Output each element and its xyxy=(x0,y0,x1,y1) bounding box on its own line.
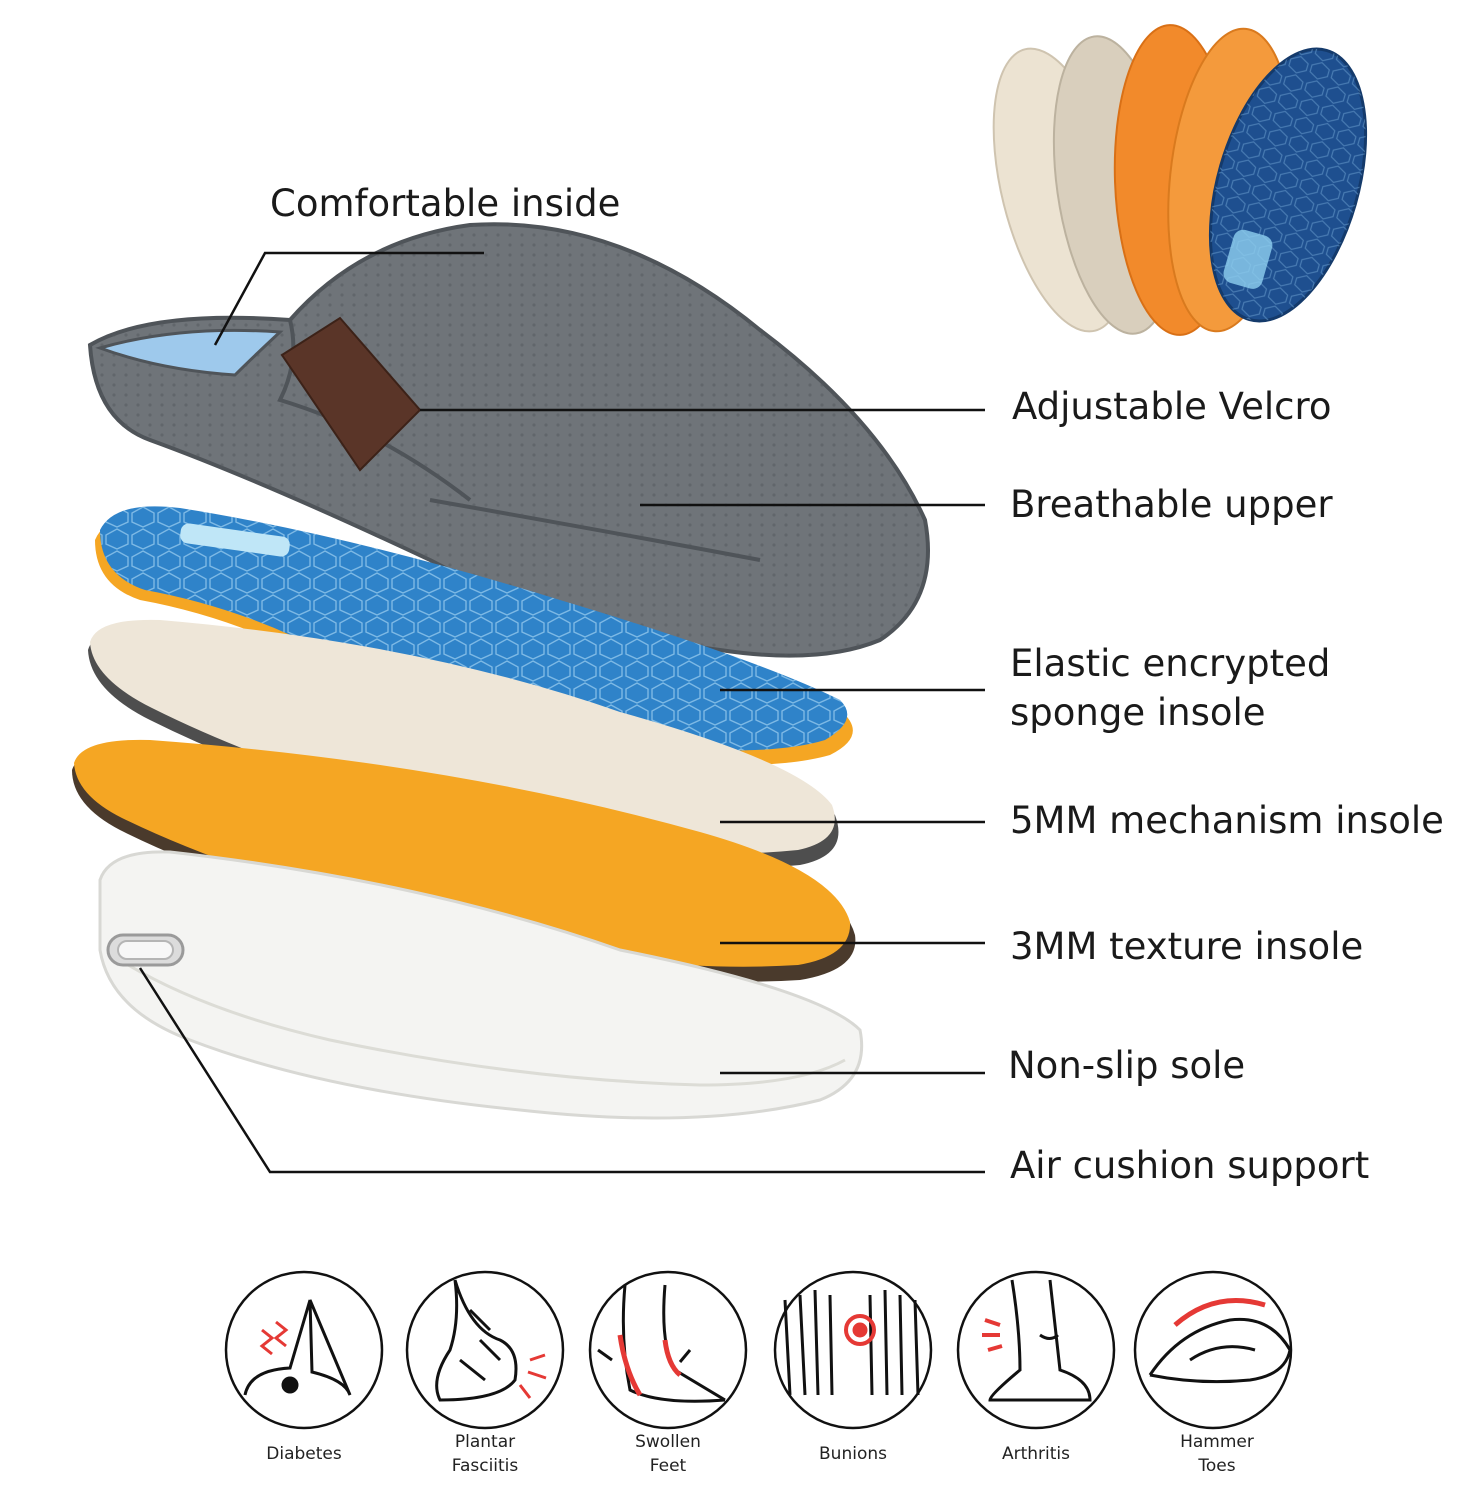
arthritis-text: Arthritis xyxy=(1001,1444,1071,1464)
arthritis-icon xyxy=(956,1270,1116,1430)
plantar-text-2: Fasciitis xyxy=(451,1456,519,1476)
bunions-text: Bunions xyxy=(819,1444,887,1464)
condition-icons xyxy=(224,1270,1293,1430)
texture-insole xyxy=(72,739,856,982)
leader-lines xyxy=(138,251,985,1174)
label-elastic-line1: Elastic encrypted xyxy=(1010,642,1331,685)
diabetes-icon xyxy=(224,1270,384,1430)
label-air-cushion: Air cushion support xyxy=(1010,1144,1370,1187)
condition-label-diabetes: Diabetes xyxy=(219,1442,389,1466)
label-elastic-line2: sponge insole xyxy=(1010,691,1266,734)
plantar-fasciitis-icon xyxy=(405,1270,565,1430)
label-non-slip-sole: Non-slip sole xyxy=(1008,1044,1246,1087)
label-texture-insole: 3MM texture insole xyxy=(1010,925,1364,968)
condition-label-swollen: Swollen Feet xyxy=(583,1430,753,1478)
diabetes-text: Diabetes xyxy=(266,1444,342,1464)
slipper-upper xyxy=(87,222,930,658)
hammer-text-2: Toes xyxy=(1198,1456,1236,1476)
insole-fan-image xyxy=(992,24,1368,336)
bunions-icon xyxy=(773,1270,933,1430)
plantar-text-1: Plantar xyxy=(454,1432,516,1452)
condition-label-hammer: Hammer Toes xyxy=(1132,1430,1302,1478)
non-slip-sole xyxy=(98,850,864,1120)
hammer-toes-icon xyxy=(1133,1270,1293,1430)
hammer-text-1: Hammer xyxy=(1180,1432,1254,1452)
condition-label-arthritis: Arthritis xyxy=(951,1442,1121,1466)
mechanism-insole xyxy=(88,619,839,869)
blue-sponge-insole xyxy=(95,506,853,765)
label-adjustable-velcro: Adjustable Velcro xyxy=(1012,385,1332,428)
condition-label-plantar: Plantar Fasciitis xyxy=(400,1430,570,1478)
label-mechanism-insole: 5MM mechanism insole xyxy=(1010,799,1444,842)
label-breathable-upper: Breathable upper xyxy=(1010,483,1333,526)
condition-label-bunions: Bunions xyxy=(768,1442,938,1466)
swollen-text-1: Swollen xyxy=(635,1432,701,1452)
swollen-text-2: Feet xyxy=(649,1456,687,1476)
label-comfortable-inside: Comfortable inside xyxy=(270,182,621,225)
swollen-feet-icon xyxy=(588,1270,748,1430)
